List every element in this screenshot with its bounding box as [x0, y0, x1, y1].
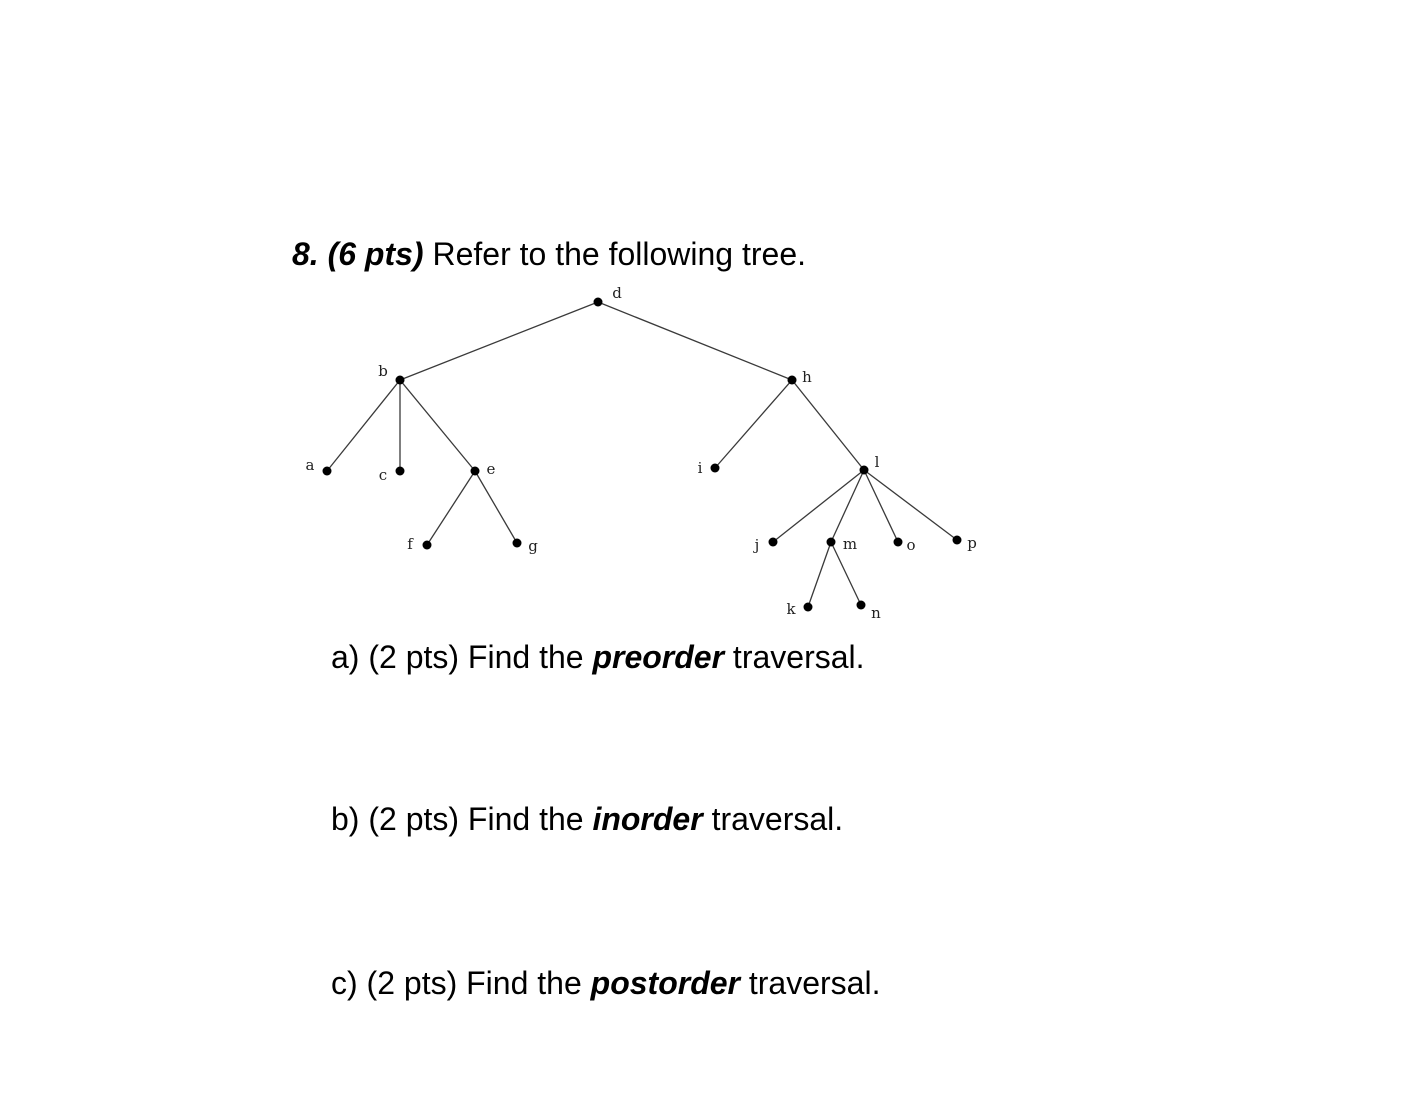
node-o [893, 537, 903, 547]
node-label-g: g [528, 537, 538, 555]
node-l [859, 465, 869, 475]
node-c [395, 466, 405, 476]
part-a-suffix: traversal. [724, 639, 865, 675]
part-a-keyword: preorder [592, 639, 725, 675]
part-c-prefix: c) (2 pts) Find the [331, 965, 591, 1001]
edge-e-g [474, 470, 518, 544]
node-label-l: l [875, 453, 880, 471]
node-label-c: c [379, 466, 387, 484]
node-label-a: a [306, 456, 315, 474]
node-i [710, 463, 720, 473]
question-number: 8. [292, 236, 319, 272]
node-label-b: b [378, 362, 388, 380]
part-b-keyword: inorder [592, 801, 703, 837]
node-e [470, 466, 480, 476]
node-label-p: p [967, 534, 977, 552]
question-points: (6 pts) [327, 236, 424, 272]
node-label-h: h [802, 368, 812, 386]
part-b-prefix: b) (2 pts) Find the [331, 801, 593, 837]
part-a-prefix: a) (2 pts) Find the [331, 639, 593, 675]
part-b: b) (2 pts) Find the inorder traversal. [331, 799, 843, 839]
node-n [856, 600, 866, 610]
node-m [826, 537, 836, 547]
node-label-f: f [407, 535, 414, 553]
node-f [422, 540, 432, 550]
edge-d-h [597, 301, 793, 381]
node-label-e: e [487, 460, 496, 478]
tree-nodes [322, 297, 962, 612]
edge-l-o [863, 469, 899, 543]
edge-h-l [791, 379, 865, 471]
part-b-suffix: traversal. [702, 801, 844, 837]
question-prompt: Refer to the following tree. [432, 236, 806, 272]
node-label-k: k [786, 600, 796, 618]
edge-l-j [772, 469, 865, 543]
part-a: a) (2 pts) Find the preorder traversal. [331, 637, 865, 677]
edge-h-i [714, 379, 793, 469]
part-c-suffix: traversal. [739, 965, 881, 1001]
edge-m-k [807, 541, 832, 608]
edge-l-p [863, 469, 958, 541]
tree-edges [326, 301, 958, 608]
edge-l-m [830, 469, 865, 543]
node-p [952, 535, 962, 545]
node-b [395, 375, 405, 385]
node-label-m: m [843, 535, 857, 553]
edge-m-n [830, 541, 862, 606]
node-label-j: j [753, 536, 760, 554]
node-label-o: o [906, 536, 915, 554]
edge-e-f [426, 470, 476, 546]
node-label-n: n [871, 604, 881, 622]
node-label-i: i [698, 459, 703, 477]
edge-b-e [399, 379, 476, 472]
edge-b-a [326, 379, 401, 472]
question-header: 8. (6 pts) Refer to the following tree. [292, 234, 806, 274]
node-k [803, 602, 813, 612]
edge-d-b [399, 301, 599, 381]
part-c-keyword: postorder [590, 965, 740, 1001]
node-d [593, 297, 603, 307]
node-a [322, 466, 332, 476]
node-label-d: d [612, 284, 622, 302]
node-g [512, 538, 522, 548]
node-j [768, 537, 778, 547]
node-h [787, 375, 797, 385]
part-c: c) (2 pts) Find the postorder traversal. [331, 963, 880, 1003]
tree-labels: d b h a c e f g i l j m o p k n [306, 284, 977, 622]
